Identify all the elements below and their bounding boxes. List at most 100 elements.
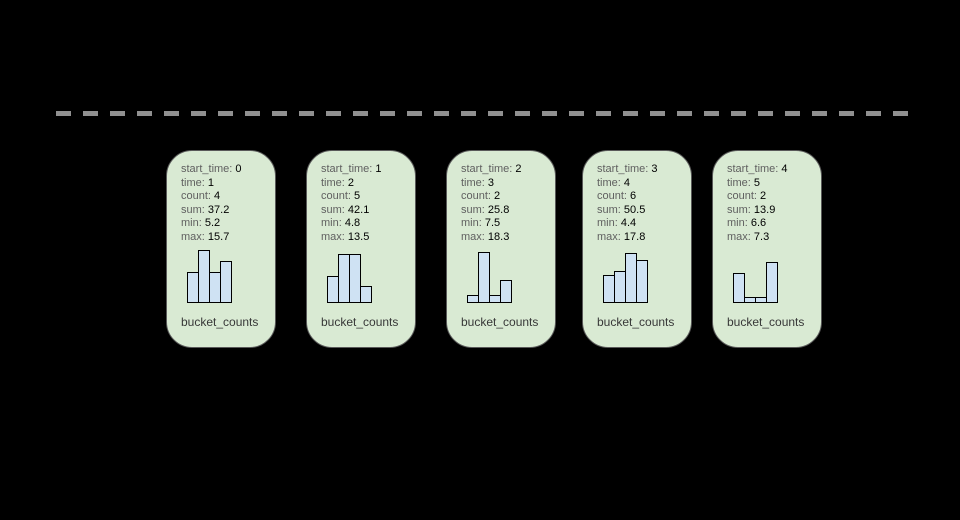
start-time-value: 1 xyxy=(375,163,382,175)
sum-label: sum: xyxy=(597,203,621,216)
field-time: time: 2 xyxy=(321,177,409,191)
min-value: 4.4 xyxy=(620,217,637,229)
field-start-time: start_time: 1 xyxy=(321,163,409,177)
sum-value: 13.9 xyxy=(753,203,776,216)
histogram-bar xyxy=(360,286,372,303)
field-time: time: 5 xyxy=(727,177,815,191)
min-label: min: xyxy=(597,217,618,229)
max-value: 7.3 xyxy=(753,230,770,243)
bucket-counts-label: bucket_counts xyxy=(727,315,805,329)
bucket-counts-histogram xyxy=(603,249,648,303)
time-label: time: xyxy=(597,176,621,189)
time-value: 4 xyxy=(623,176,631,189)
field-max: max: 7.3 xyxy=(727,231,815,245)
count-value: 2 xyxy=(494,190,501,202)
sum-value: 37.2 xyxy=(207,203,230,216)
field-min: min: 6.6 xyxy=(727,217,815,231)
max-value: 18.3 xyxy=(487,230,510,243)
sum-value: 25.8 xyxy=(487,203,510,216)
field-start-time: start_time: 4 xyxy=(727,163,815,177)
histogram-bar xyxy=(636,260,648,303)
sum-label: sum: xyxy=(461,203,485,216)
field-start-time: start_time: 2 xyxy=(461,163,549,177)
histogram-bar xyxy=(220,261,232,303)
count-label: count: xyxy=(597,190,627,202)
count-label: count: xyxy=(321,190,351,202)
time-value: 1 xyxy=(207,176,215,189)
histogram-bar xyxy=(766,262,778,303)
start-time-value: 3 xyxy=(651,163,658,175)
field-max: max: 17.8 xyxy=(597,231,685,245)
time-label: time: xyxy=(321,176,345,189)
field-min: min: 7.5 xyxy=(461,217,549,231)
histogram-bar xyxy=(500,280,512,303)
bucket-counts-histogram xyxy=(467,249,512,303)
max-label: max: xyxy=(597,230,621,243)
min-label: min: xyxy=(461,217,482,229)
metric-window-card-3: start_time: 2 time: 3 count: 2 sum: 25.8… xyxy=(446,150,556,348)
start-time-label: start_time: xyxy=(321,163,373,175)
start-time-label: start_time: xyxy=(727,163,779,175)
time-label: time: xyxy=(461,176,485,189)
count-label: count: xyxy=(461,190,491,202)
field-min: min: 4.8 xyxy=(321,217,409,231)
field-count: count: 6 xyxy=(597,190,685,204)
bucket-counts-histogram xyxy=(327,249,372,303)
field-start-time: start_time: 0 xyxy=(181,163,269,177)
field-max: max: 15.7 xyxy=(181,231,269,245)
field-count: count: 4 xyxy=(181,190,269,204)
count-value: 2 xyxy=(760,190,767,202)
sum-value: 50.5 xyxy=(623,203,646,216)
metric-window-card-5: start_time: 4 time: 5 count: 2 sum: 13.9… xyxy=(712,150,822,348)
min-label: min: xyxy=(181,217,202,229)
max-label: max: xyxy=(461,230,485,243)
count-label: count: xyxy=(727,190,757,202)
sum-label: sum: xyxy=(181,203,205,216)
min-label: min: xyxy=(727,217,748,229)
field-start-time: start_time: 3 xyxy=(597,163,685,177)
max-value: 15.7 xyxy=(207,230,230,243)
field-sum: sum: 37.2 xyxy=(181,204,269,218)
bucket-counts-label: bucket_counts xyxy=(321,315,399,329)
field-min: min: 4.4 xyxy=(597,217,685,231)
card-fields: start_time: 4 time: 5 count: 2 sum: 13.9… xyxy=(727,163,815,244)
start-time-label: start_time: xyxy=(461,163,513,175)
metric-window-card-1: start_time: 0 time: 1 count: 4 sum: 37.2… xyxy=(166,150,276,348)
max-value: 13.5 xyxy=(347,230,370,243)
min-value: 7.5 xyxy=(484,217,501,229)
field-sum: sum: 25.8 xyxy=(461,204,549,218)
start-time-value: 4 xyxy=(781,163,788,175)
field-sum: sum: 50.5 xyxy=(597,204,685,218)
sum-value: 42.1 xyxy=(347,203,370,216)
field-max: max: 18.3 xyxy=(461,231,549,245)
time-label: time: xyxy=(727,176,751,189)
time-value: 2 xyxy=(347,176,355,189)
bucket-counts-histogram xyxy=(733,249,778,303)
start-time-value: 2 xyxy=(515,163,522,175)
field-time: time: 4 xyxy=(597,177,685,191)
bucket-counts-histogram xyxy=(187,249,232,303)
max-label: max: xyxy=(181,230,205,243)
bucket-counts-label: bucket_counts xyxy=(597,315,675,329)
count-value: 5 xyxy=(354,190,361,202)
count-label: count: xyxy=(181,190,211,202)
min-value: 6.6 xyxy=(750,217,767,229)
max-label: max: xyxy=(727,230,751,243)
time-value: 3 xyxy=(487,176,495,189)
start-time-value: 0 xyxy=(235,163,242,175)
metric-window-card-4: start_time: 3 time: 4 count: 6 sum: 50.5… xyxy=(582,150,692,348)
sum-label: sum: xyxy=(321,203,345,216)
time-value: 5 xyxy=(753,176,761,189)
start-time-label: start_time: xyxy=(597,163,649,175)
field-max: max: 13.5 xyxy=(321,231,409,245)
field-time: time: 1 xyxy=(181,177,269,191)
histogram-bar xyxy=(478,252,490,303)
start-time-label: start_time: xyxy=(181,163,233,175)
min-value: 4.8 xyxy=(344,217,361,229)
card-fields: start_time: 2 time: 3 count: 2 sum: 25.8… xyxy=(461,163,549,244)
histogram-bar xyxy=(733,273,745,303)
sum-label: sum: xyxy=(727,203,751,216)
field-time: time: 3 xyxy=(461,177,549,191)
bucket-counts-label: bucket_counts xyxy=(461,315,539,329)
